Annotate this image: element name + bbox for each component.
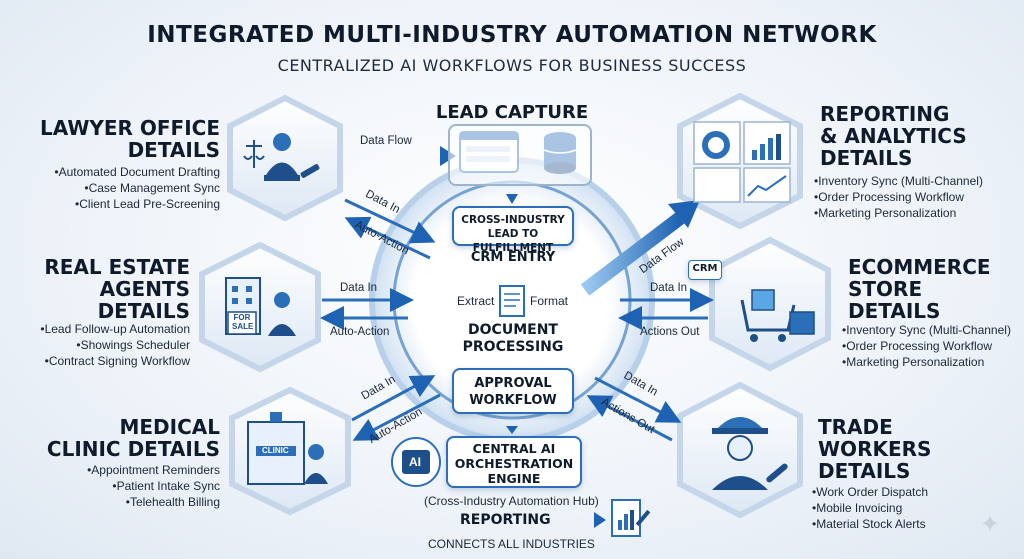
list-item: Client Lead Pre-Screening	[30, 196, 220, 212]
real-estate-title-line1: REAL ESTATE	[44, 255, 190, 279]
ai-chip-label: AI	[409, 455, 421, 469]
sign-line2: SALE	[232, 322, 254, 331]
document-icon	[499, 285, 525, 317]
reporting-list: Inventory Sync (Multi-Channel) Order Pro…	[814, 173, 983, 221]
trade-list: Work Order Dispatch Mobile Invoicing Mat…	[812, 484, 928, 532]
dashboard-icon	[693, 121, 791, 203]
clinic-label: CLINIC	[262, 446, 289, 455]
reporting-label: REPORTING	[460, 512, 551, 528]
real-estate-title-line2: AGENTS	[99, 277, 190, 301]
ecommerce-list: Inventory Sync (Multi-Channel) Order Pro…	[842, 322, 1011, 370]
ai-line1: CENTRAL AI	[472, 441, 556, 456]
ai-engine-box: CENTRAL AI ORCHESTRATION ENGINE	[446, 436, 582, 488]
medical-title-line2: CLINIC DETAILS	[46, 437, 220, 461]
list-item: Mobile Invoicing	[812, 500, 928, 516]
ai-line2: ORCHESTRATION	[454, 456, 574, 471]
ecommerce-title-line3: DETAILS	[848, 299, 941, 323]
medical-list: Appointment Reminders Patient Intake Syn…	[40, 462, 220, 510]
list-item: Marketing Personalization	[842, 354, 1011, 370]
cross-industry-line2: LEAD TO FULFILLMENT	[472, 228, 554, 254]
list-item: Patient Intake Sync	[40, 478, 220, 494]
format-label: Format	[530, 294, 569, 308]
list-item: Showings Scheduler	[10, 337, 190, 353]
list-item: Inventory Sync (Multi-Channel)	[842, 322, 1011, 338]
list-item: Order Processing Workflow	[842, 338, 1011, 354]
lawyer-title: LAWYER OFFICE DETAILS	[40, 117, 220, 161]
list-item: Inventory Sync (Multi-Channel)	[814, 173, 983, 189]
sign-line1: FOR	[233, 313, 251, 322]
for-sale-sign: FOR SALE	[232, 313, 254, 331]
scales-gavel-icon	[243, 133, 320, 181]
flow-actions-out-ecommerce: Actions Out	[640, 326, 700, 338]
reporting-title-line1: REPORTING	[820, 102, 950, 126]
list-item: Contract Signing Workflow	[10, 353, 190, 369]
extract-label: Extract	[457, 294, 495, 308]
list-item: Automated Document Drafting	[30, 164, 220, 180]
reporting-title-line2: & ANALYTICS	[820, 124, 967, 148]
worker-icon	[712, 417, 788, 490]
ecommerce-title-line2: STORE	[848, 277, 923, 301]
real-estate-list: Lead Follow-up Automation Showings Sched…	[10, 321, 190, 369]
building-agent-icon	[225, 277, 296, 336]
crm-entry-label: CRM ENTRY	[470, 250, 556, 265]
cart-icon	[740, 289, 815, 342]
real-estate-title: REAL ESTATE AGENTS DETAILS	[40, 256, 190, 322]
flow-data-in-realestate: Data In	[340, 282, 378, 294]
trade-title-line2: WORKERS	[818, 437, 932, 461]
trade-title: TRADE WORKERS DETAILS	[818, 416, 931, 482]
lawyer-title-line2: DETAILS	[127, 138, 220, 162]
page-title: INTEGRATED MULTI-INDUSTRY AUTOMATION NET…	[147, 22, 877, 48]
list-item: Lead Follow-up Automation	[10, 321, 190, 337]
page-subtitle: CENTRALIZED AI WORKFLOWS FOR BUSINESS SU…	[277, 56, 747, 75]
clinic-icon	[247, 412, 328, 485]
ecommerce-title: ECOMMERCE STORE DETAILS	[848, 256, 991, 322]
list-item: Telehealth Billing	[40, 494, 220, 510]
reporting-title-line3: DETAILS	[820, 146, 913, 170]
list-item: Order Processing Workflow	[814, 189, 983, 205]
lead-capture-panel	[448, 124, 592, 186]
cross-industry-box: CROSS-INDUSTRY LEAD TO FULFILLMENT	[452, 206, 574, 254]
flow-data-flow-top: Data Flow	[360, 135, 412, 147]
list-item: Material Stock Alerts	[812, 516, 928, 532]
list-item: Case Management Sync	[30, 180, 220, 196]
medical-title-line1: MEDICAL	[119, 415, 220, 439]
document-processing-label: DOCUMENT PROCESSING	[452, 322, 574, 356]
crm-badge: CRM	[688, 260, 722, 280]
cross-industry-line1: CROSS-INDUSTRY	[461, 214, 565, 226]
doc-line2: PROCESSING	[462, 339, 564, 355]
lawyer-title-line1: LAWYER OFFICE	[40, 116, 220, 140]
ai-brain-icon	[391, 437, 441, 487]
approval-line2: WORKFLOW	[469, 393, 557, 408]
sparkle-icon: ✦	[979, 511, 1000, 538]
flow-data-in-ecommerce: Data In	[650, 282, 688, 294]
lead-capture-title: LEAD CAPTURE	[435, 102, 589, 123]
trade-title-line1: TRADE	[818, 415, 893, 439]
list-item: Work Order Dispatch	[812, 484, 928, 500]
approval-line1: APPROVAL	[474, 376, 552, 391]
ai-line3: ENGINE	[487, 471, 541, 486]
trade-title-line3: DETAILS	[818, 459, 911, 483]
list-item: Marketing Personalization	[814, 205, 983, 221]
connects-label: CONNECTS ALL INDUSTRIES	[428, 537, 595, 551]
approval-workflow-box: APPROVAL WORKFLOW	[452, 368, 574, 414]
doc-line1: DOCUMENT	[468, 322, 558, 338]
hub-label: (Cross-Industry Automation Hub)	[424, 494, 599, 508]
flow-auto-action-realestate: Auto-Action	[330, 326, 390, 338]
report-document-icon	[611, 499, 651, 537]
medical-title: MEDICAL CLINIC DETAILS	[40, 416, 220, 460]
real-estate-title-line3: DETAILS	[97, 299, 190, 323]
list-item: Appointment Reminders	[40, 462, 220, 478]
lawyer-list: Automated Document Drafting Case Managem…	[30, 164, 220, 212]
ecommerce-title-line1: ECOMMERCE	[848, 255, 991, 279]
reporting-title: REPORTING & ANALYTICS DETAILS	[820, 103, 967, 169]
hex-lawyer	[227, 94, 343, 222]
